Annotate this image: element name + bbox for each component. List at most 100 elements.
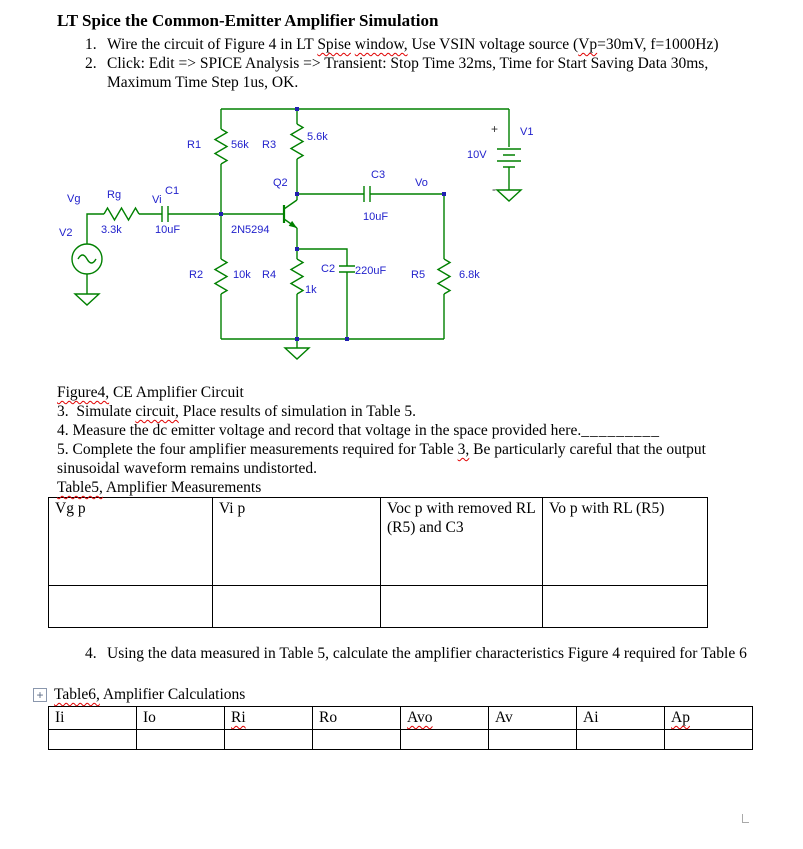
table-row: Vg p Vi p Voc p with removed RL (R5) and… [48,497,708,586]
table-row [48,585,708,628]
junction-dot [295,107,299,111]
t5-header-vip: Vi p [212,497,381,586]
label-rg: Rg [107,189,121,201]
t5-header-label: Vo p with RL (R5) [549,500,665,517]
t6-header-avo: Avo [400,706,489,730]
misspelled-word: 3, [457,441,470,458]
label-vi: Vi [152,194,162,206]
junction-dot [295,247,299,251]
step-3: 3. Simulate circuit, Place results of si… [57,402,755,421]
t6-header-label: Avo [407,709,433,726]
circuit-diagram: R1 56k R3 5.6k Q2 C3 Vo 10uF + V1 10V - … [59,102,755,379]
capacitor-c3-symbol [363,186,371,202]
transistor-q2-collector [283,199,298,210]
t6-header-label: Ap [671,709,690,726]
label-r1: R1 [187,139,201,151]
t5-empty-cell[interactable] [212,585,381,628]
misspelled-word: Figure4, [57,384,110,401]
junction-dots [219,107,446,341]
junction-dot [442,192,446,196]
label-q2-model: 2N5294 [231,224,270,236]
t6-empty-cell[interactable] [664,729,753,750]
step-2: 2. Click: Edit => SPICE Analysis => Tran… [85,54,755,92]
step-2-number: 2. [85,55,97,72]
emitter-arrow-icon [288,220,297,228]
label-v1-plus: + [491,122,498,136]
battery-v1-symbol [497,148,521,168]
junction-dot [295,337,299,341]
t6-header-ai: Ai [576,706,665,730]
t6-empty-cell[interactable] [224,729,313,750]
t5-empty-cell[interactable] [380,585,543,628]
step-1-seg: =30mV, f=1000Hz) [597,36,719,53]
step-4b-text: Using the data measured in Table 5, calc… [107,645,747,662]
label-c2: C2 [321,263,335,275]
figure-caption-text: CE Amplifier Circuit [109,384,244,401]
label-c2-value: 220uF [355,265,386,277]
table6-caption-text: Table6, Amplifier Calculations [54,685,245,704]
t6-empty-cell[interactable] [312,729,401,750]
ground-main-icon [283,347,311,360]
step-5: 5. Complete the four amplifier measureme… [57,440,755,478]
step-4b-number: 4. [85,645,97,662]
resistor-r2-symbol [213,258,229,295]
step-2-text: Click: Edit => SPICE Analysis => Transie… [107,55,709,91]
label-rg-value: 3.3k [101,224,122,236]
step-1-seg: Wire the circuit of Figure 4 in LT [107,36,318,53]
misspelled-word: Spise [317,36,351,53]
label-r3-value: 5.6k [307,131,328,143]
table6-caption: + Table6, Amplifier Calculations [33,685,755,704]
resistor-r4-symbol [289,258,305,295]
label-r5-value: 6.8k [459,269,480,281]
label-r4: R4 [262,269,276,281]
table-move-handle-icon[interactable]: + [33,687,47,702]
table6-calculations: Ii Io Ri Ro Avo Av Ai Ap [48,706,753,750]
t6-header-label: Ai [583,709,599,726]
misspelled-word: Vp [578,36,598,53]
resistor-r1-symbol [213,128,229,165]
t6-empty-cell[interactable] [136,729,225,750]
circuit-labels: R1 56k R3 5.6k Q2 C3 Vo 10uF + V1 10V - … [59,122,533,296]
misspelled-word: circuit, [135,403,179,420]
t6-empty-cell[interactable] [488,729,577,750]
resistor-r3-symbol [289,123,305,160]
label-vg: Vg [67,193,80,205]
t6-header-ri: Ri [224,706,313,730]
step-1-seg: Use VSIN voltage source ( [407,36,579,53]
table6-caption-rest: Amplifier Calculations [99,686,246,703]
circuit-wires [71,108,523,360]
label-c3-value: 10uF [363,211,388,223]
label-v1-value: 10V [467,149,487,161]
t5-header-label: Vi p [219,500,246,517]
label-v2: V2 [59,227,72,239]
step-1-text: Wire the circuit of Figure 4 in LT Spise… [107,35,755,54]
transistor-arrow [288,220,297,228]
wire-top-rail [221,108,510,147]
label-r2-value: 10k [233,269,251,281]
table-row: Ii Io Ri Ro Avo Av Ai Ap [48,706,753,730]
t6-header-label: Av [495,709,513,726]
t6-header-label: Ri [231,709,246,726]
label-c3: C3 [371,169,385,181]
step-1-number: 1. [85,36,97,53]
misspelled-word: window, [354,36,408,53]
sine-icon [77,254,97,264]
t5-empty-cell[interactable] [48,585,213,628]
t6-header-label: Ro [319,709,338,726]
wire-c2-top [297,248,348,266]
label-q2: Q2 [273,177,288,189]
fill-in-blank: _________ [581,422,660,439]
t6-header-av: Av [488,706,577,730]
step-3-seg: Place results of simulation in Table 5. [178,403,416,420]
t6-empty-cell[interactable] [400,729,489,750]
label-v1: V1 [520,126,533,138]
table-row [48,729,753,750]
step-4b: 4. Using the data measured in Table 5, c… [85,644,755,663]
table5-measurements: Vg p Vi p Voc p with removed RL (R5) and… [48,497,708,628]
ground-v2-icon [73,293,101,306]
label-r5: R5 [411,269,425,281]
t5-empty-cell[interactable] [542,585,708,628]
t6-empty-cell[interactable] [576,729,665,750]
t6-empty-cell[interactable] [48,729,137,750]
